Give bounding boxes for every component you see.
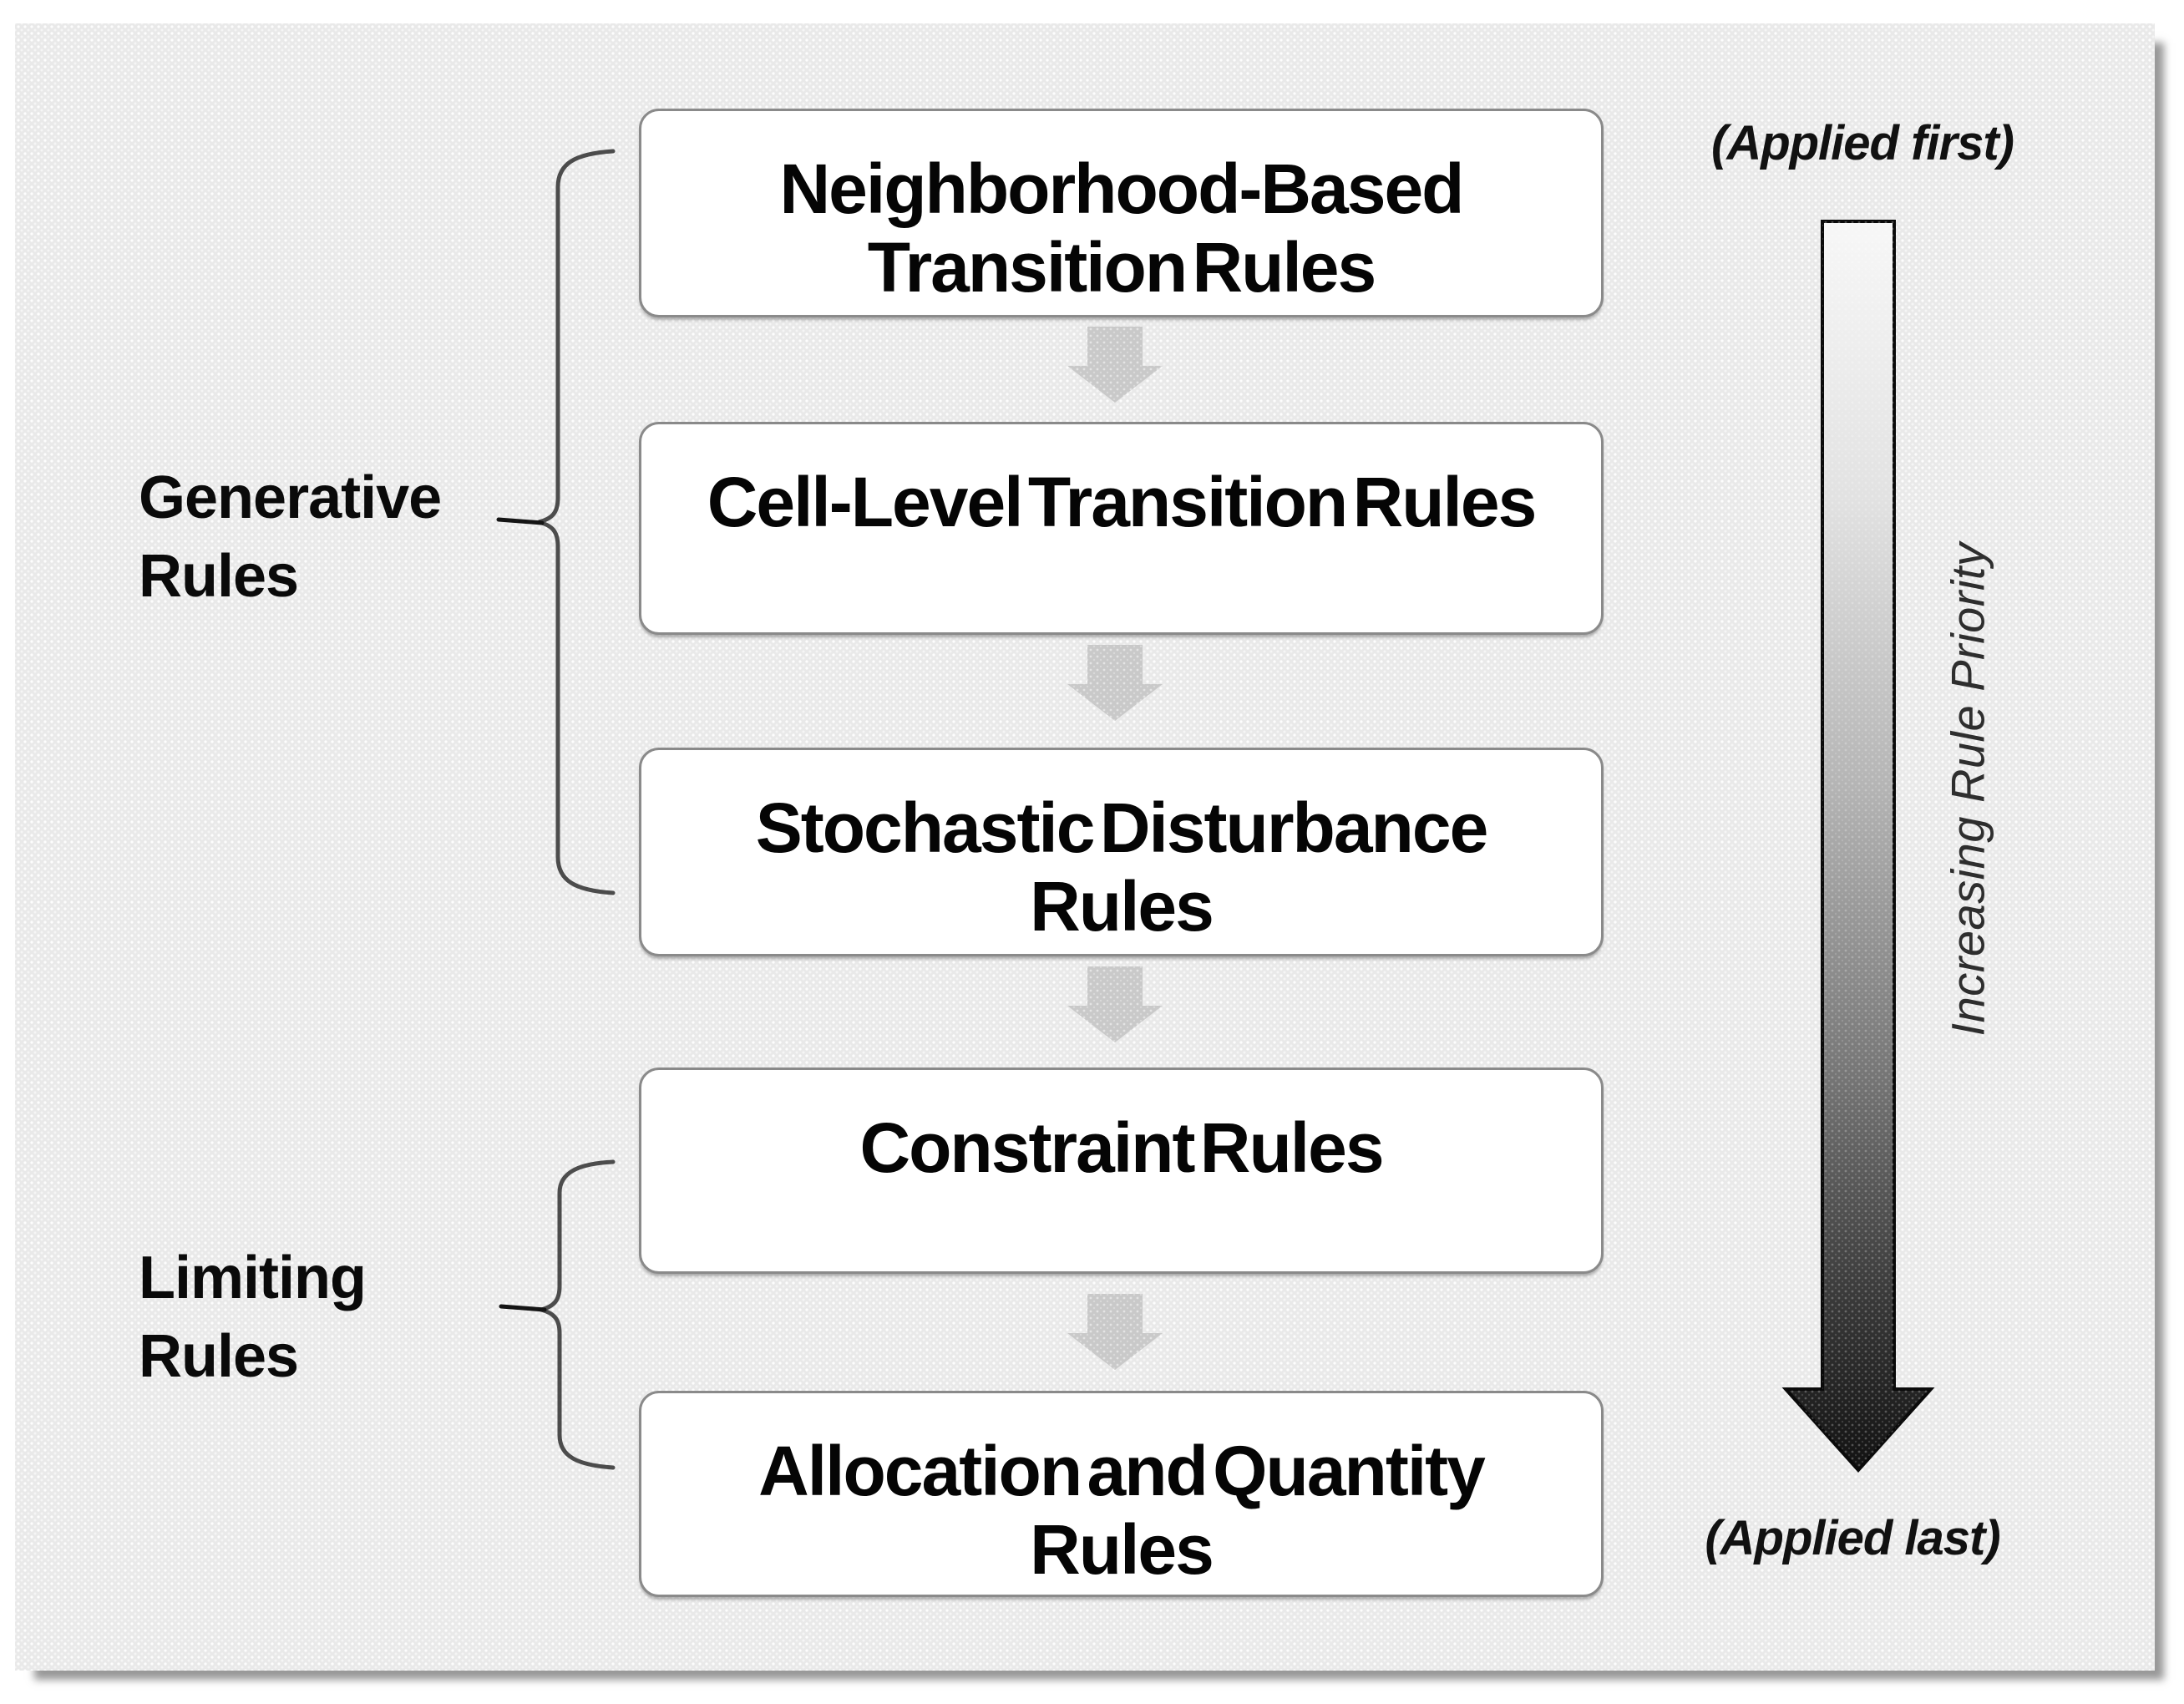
limiting-rules-label-line1: Limiting — [139, 1245, 367, 1311]
box-text-line: Transition Rules — [867, 228, 1376, 307]
box-allocation-and-quantity-rules: Allocation and Quantity Rules — [639, 1391, 1604, 1597]
flow-arrow-2-icon — [1067, 645, 1163, 721]
flow-arrow-4-icon — [1067, 1294, 1163, 1370]
limiting-rules-label: Limiting Rules — [139, 1239, 367, 1396]
box-neighborhood-based-transition-rules: Neighborhood-Based Transition Rules — [639, 109, 1604, 317]
flow-arrow-3-icon — [1067, 966, 1163, 1042]
box-constraint-rules: Constraint Rules — [639, 1068, 1604, 1274]
flow-arrow-1-icon — [1067, 327, 1163, 403]
applied-first-caption: (Applied first) — [1711, 116, 2014, 170]
generative-rules-label-line2: Rules — [139, 543, 299, 610]
box-text-line: Neighborhood-Based — [779, 150, 1465, 228]
generative-rules-brace-icon — [496, 149, 616, 895]
priority-gradient-arrow-icon — [1781, 220, 1935, 1473]
applied-last-caption: (Applied last) — [1705, 1511, 2000, 1565]
box-text-line: Rules — [1030, 867, 1214, 946]
generative-rules-label: Generative Rules — [139, 459, 442, 616]
box-text-line: Cell-Level Transition Rules — [707, 463, 1538, 541]
box-text-line: Rules — [1030, 1510, 1214, 1589]
box-stochastic-disturbance-rules: Stochastic Disturbance Rules — [639, 748, 1604, 956]
limiting-rules-label-line2: Rules — [139, 1323, 299, 1390]
box-text-line: Allocation and Quantity — [758, 1432, 1486, 1510]
box-text-line: Stochastic Disturbance — [755, 789, 1489, 867]
limiting-rules-brace-icon — [499, 1159, 616, 1470]
box-cell-level-transition-rules: Cell-Level Transition Rules — [639, 422, 1604, 635]
box-text-line: Constraint Rules — [859, 1108, 1384, 1187]
increasing-rule-priority-caption: Increasing Rule Priority — [1941, 542, 1994, 1037]
generative-rules-label-line1: Generative — [139, 464, 442, 531]
